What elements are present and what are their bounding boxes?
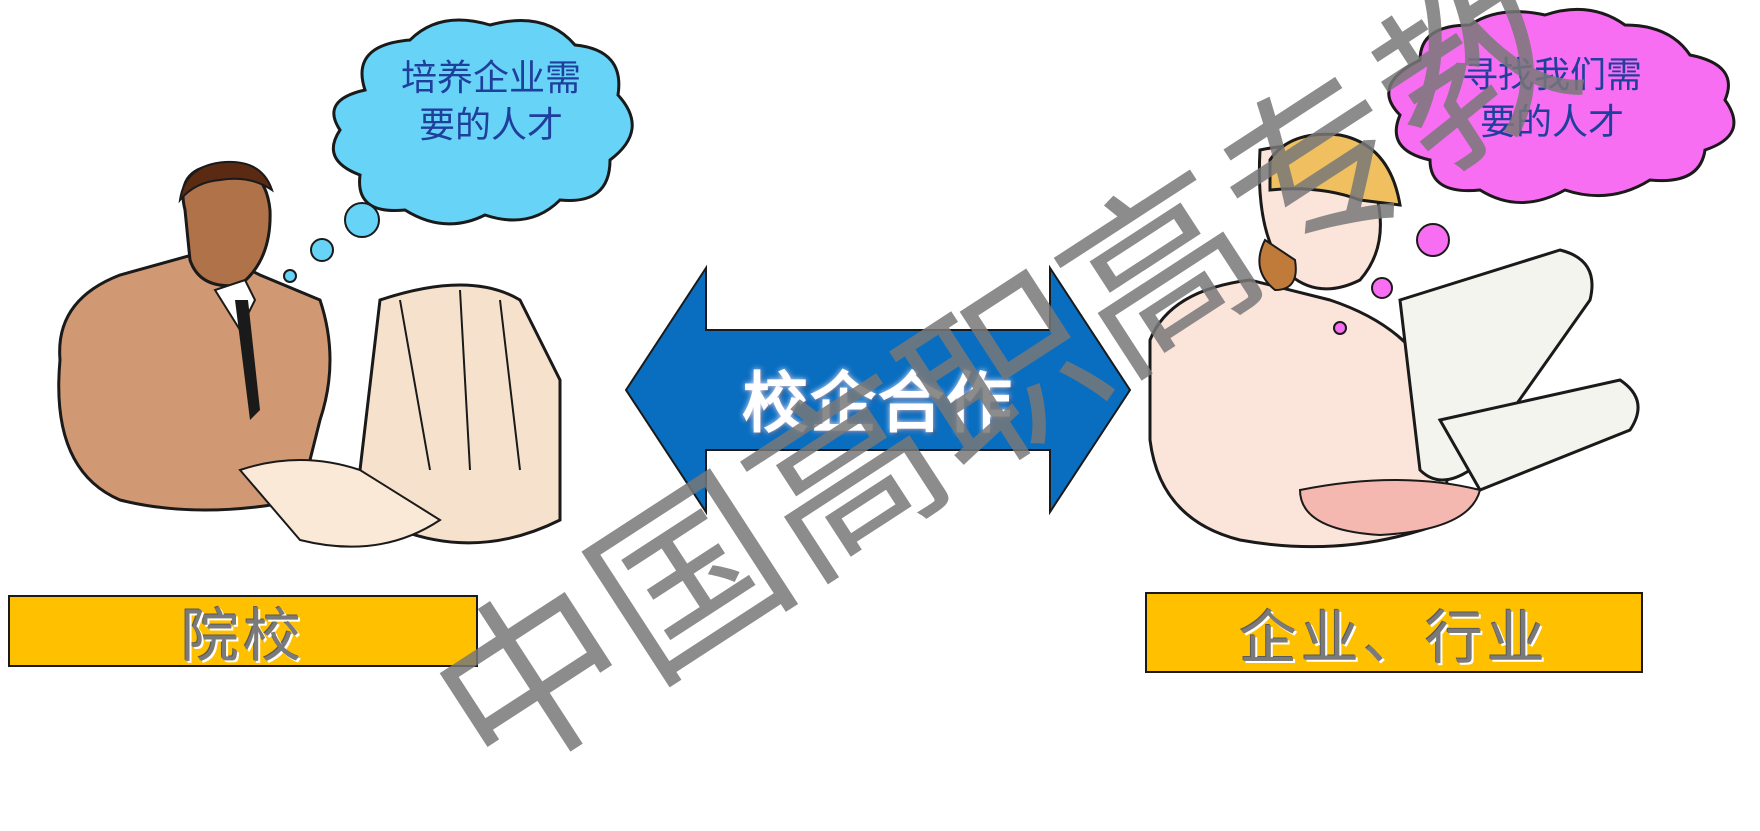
left-thought-dot-small	[283, 269, 297, 283]
industry-label: 企业、行业	[1238, 603, 1549, 672]
arrow-label: 校企合作	[742, 365, 1014, 442]
left-thought-dot-medium	[310, 238, 334, 262]
left-thought-dot-large	[344, 202, 380, 238]
school-label: 院校	[180, 602, 305, 670]
school-representative-illustration	[57, 160, 562, 548]
school-label-box: 院校	[8, 595, 478, 670]
industry-representative-illustration	[1148, 132, 1640, 549]
illustration-canvas	[57, 7, 1736, 549]
cooperation-double-arrow	[624, 264, 1132, 516]
right-bubble-text: 寻找我们需要的人才	[1461, 55, 1642, 143]
right-thought-dot	[1416, 223, 1450, 257]
left-thought-bubble	[283, 18, 634, 283]
industry-label-box: 企业、行业	[1145, 592, 1643, 673]
right-thought-bubble	[1387, 7, 1736, 257]
left-bubble-text: 培养企业需要的人才	[400, 58, 581, 146]
